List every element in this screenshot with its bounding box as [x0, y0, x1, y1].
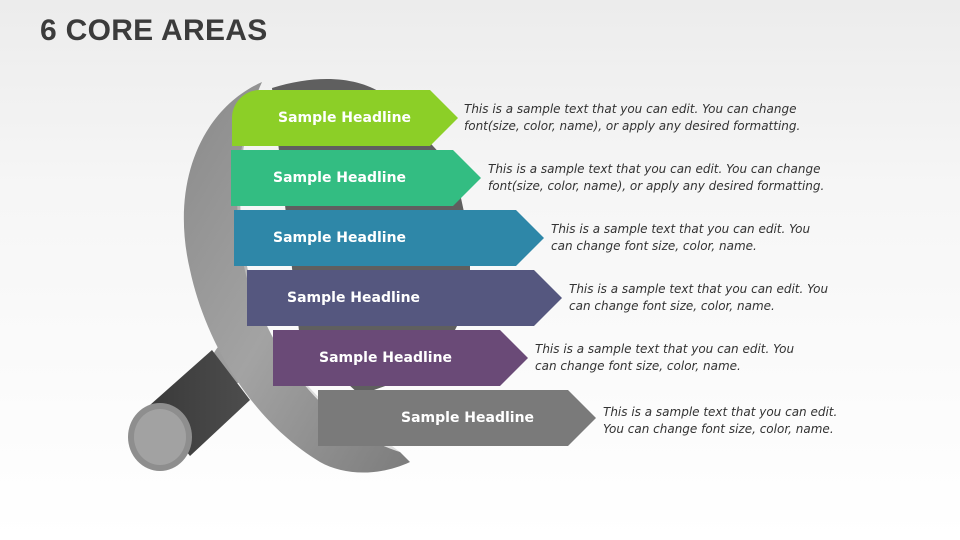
area-description-4: This is a sample text that you can edit.… — [569, 282, 829, 313]
area-headline: Sample Headline — [273, 230, 407, 246]
area-description-2: This is a sample text that you can edit.… — [488, 162, 825, 193]
area-bar-4: Sample Headline — [247, 270, 562, 326]
area-headline: Sample Headline — [273, 170, 407, 186]
area-description-1: This is a sample text that you can edit.… — [464, 102, 801, 133]
area-bar-6: Sample Headline — [318, 390, 596, 446]
area-bar-3: Sample Headline — [234, 210, 544, 266]
area-headline: Sample Headline — [319, 350, 453, 366]
area-description-6: This is a sample text that you can edit.… — [603, 405, 838, 436]
area-headline: Sample Headline — [287, 290, 421, 306]
area-description-3: This is a sample text that you can edit.… — [551, 222, 811, 253]
area-headline: Sample Headline — [278, 110, 412, 126]
area-bar-2: Sample Headline — [231, 150, 481, 206]
area-description-5: This is a sample text that you can edit.… — [535, 342, 795, 373]
area-bar-5: Sample Headline — [273, 330, 528, 386]
area-bar-1: Sample Headline — [232, 90, 458, 146]
page-title: 6 CORE AREAS — [40, 14, 268, 47]
area-headline: Sample Headline — [401, 410, 535, 426]
